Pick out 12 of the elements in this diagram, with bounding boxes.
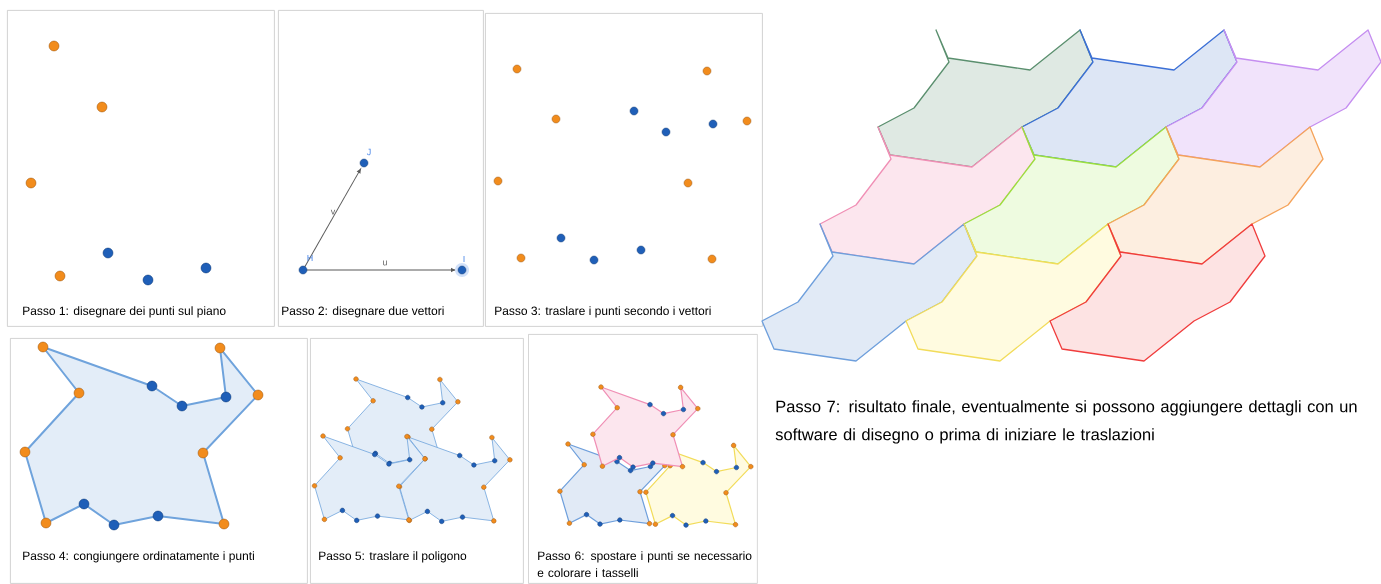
point-label: J <box>366 148 371 156</box>
step-caption: Passo 1: disegnare dei punti sul piano <box>23 306 226 318</box>
step-caption: Passo 3: traslare i punti secondo i vettori <box>495 306 711 318</box>
point-label: H <box>307 254 313 262</box>
step-caption: Passo 5: traslare il poligono <box>319 551 467 563</box>
step-caption: Passo 2: disegnare due vettori <box>282 306 444 318</box>
vector-label: u <box>383 260 387 266</box>
result-caption: Passo 7: risultato finale, eventualmente si possono aggiungere dettagli con un software di disegno o prima di iniziare le traslazioni <box>775 400 1357 444</box>
step-caption: Passo 6: spostare i punti se necessario e colorare i tasselli <box>537 551 752 577</box>
vector-label: v <box>330 209 336 215</box>
step-caption: Passo 4: congiungere ordinatamente i punti <box>23 551 254 563</box>
point-label: I <box>463 255 465 263</box>
